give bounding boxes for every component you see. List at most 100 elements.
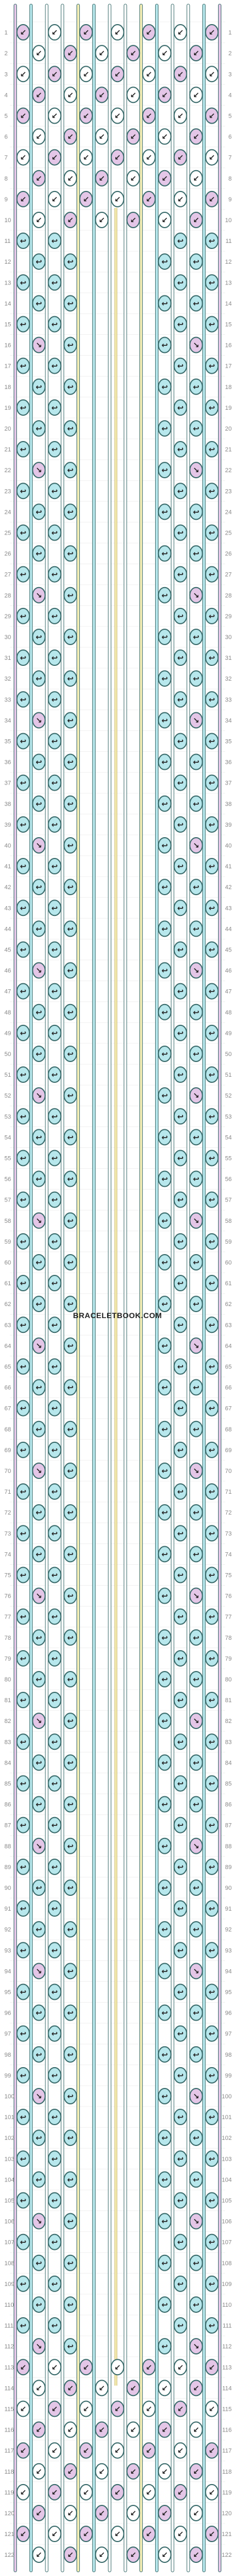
row-number-left: 78: [4, 1635, 11, 1641]
knot-arrow-icon: ↩: [209, 654, 215, 663]
knot: [173, 941, 187, 958]
knot-arrow-icon: ↩: [209, 445, 215, 454]
row-number-left: 76: [4, 1593, 11, 1600]
knot: [157, 462, 172, 479]
knot-arrow-icon: ↙: [161, 2468, 168, 2476]
knot-arrow-icon: ↘: [193, 842, 199, 850]
knot-arrow-icon: ↙: [36, 91, 42, 100]
knot: [16, 2233, 30, 2250]
row-number-right: 112: [222, 2343, 232, 2350]
knot: [48, 2233, 62, 2250]
row-number-left: 119: [4, 2490, 14, 2496]
knot-arrow-icon: ↩: [177, 862, 184, 871]
knot-arrow-icon: ↩: [161, 1258, 168, 1267]
knot-arrow-icon: ↙: [83, 2530, 90, 2539]
knot-arrow-icon: ↙: [114, 70, 121, 79]
knot-arrow-icon: ↩: [209, 1112, 215, 1121]
row-number-left: 77: [4, 1614, 11, 1621]
knot: [79, 2526, 93, 2543]
knot: [110, 2526, 125, 2543]
knot: [16, 233, 30, 250]
row-number-right: 75: [225, 1572, 232, 1579]
row-number-left: 60: [4, 1260, 11, 1266]
knot: [157, 545, 172, 562]
knot-arrow-icon: ↩: [36, 675, 42, 683]
row-number-right: 114: [222, 2385, 232, 2392]
knot: [173, 816, 187, 833]
knot: [205, 1567, 219, 1583]
knot: [189, 2546, 203, 2563]
knot-arrow-icon: ↩: [67, 675, 74, 683]
knot-arrow-icon: ↩: [161, 800, 168, 809]
row-number-right: 103: [222, 2156, 232, 2162]
knot: [157, 587, 172, 604]
row-number-right: 92: [225, 1927, 232, 1933]
knot: [189, 837, 203, 854]
row-number-left: 23: [4, 488, 11, 495]
knot-arrow-icon: ↘: [36, 967, 42, 976]
row-number-right: 8: [228, 176, 232, 182]
knot-arrow-icon: ↩: [209, 1488, 215, 1496]
knot: [157, 795, 172, 812]
knot-arrow-icon: ↩: [209, 1405, 215, 1413]
knot: [32, 1629, 46, 1646]
row-number-right: 5: [228, 113, 232, 119]
knot-arrow-icon: ↩: [36, 1675, 42, 1684]
knot-arrow-icon: ↩: [177, 945, 184, 954]
knot-arrow-icon: ↘: [36, 1967, 42, 1976]
knot-arrow-icon: ↙: [193, 216, 199, 225]
knot-arrow-icon: ↙: [146, 28, 152, 37]
knot-arrow-icon: ↩: [193, 1425, 199, 1434]
knot: [16, 1567, 30, 1583]
knot: [157, 128, 172, 145]
knot: [157, 2046, 172, 2063]
knot-arrow-icon: ↘: [193, 2092, 199, 2101]
row-number-left: 45: [4, 947, 11, 953]
knot: [173, 24, 187, 41]
knot-arrow-icon: ↩: [51, 695, 58, 704]
knot-arrow-icon: ↩: [161, 2342, 168, 2351]
knot-arrow-icon: ↩: [161, 2134, 168, 2143]
knot-arrow-icon: ↘: [36, 466, 42, 475]
knot: [48, 1900, 62, 1917]
row-number-left: 46: [4, 968, 11, 974]
knot: [189, 45, 203, 62]
knot-arrow-icon: ↩: [193, 2175, 199, 2184]
knot-arrow-icon: ↙: [130, 2426, 137, 2435]
knot: [32, 1837, 46, 1854]
knot: [205, 2526, 219, 2543]
knot: [48, 1400, 62, 1417]
knot: [63, 1254, 78, 1270]
knot-arrow-icon: ↙: [51, 195, 58, 204]
knot-arrow-icon: ↩: [51, 279, 58, 287]
knot-arrow-icon: ↩: [209, 571, 215, 579]
knot-arrow-icon: ↙: [114, 2488, 121, 2497]
knot: [32, 462, 46, 479]
knot: [48, 1316, 62, 1333]
knot: [205, 1900, 219, 1917]
knot-arrow-icon: ↩: [177, 612, 184, 621]
knot-arrow-icon: ↩: [209, 1362, 215, 1371]
row-number-right: 95: [225, 1989, 232, 1995]
knot: [142, 2484, 156, 2500]
row-number-right: 82: [225, 1718, 232, 1725]
knot: [32, 712, 46, 729]
row-number-left: 1: [4, 30, 8, 36]
knot: [189, 2254, 203, 2271]
knot-arrow-icon: ↙: [83, 28, 90, 37]
knot-arrow-icon: ↩: [209, 1905, 215, 1913]
knot: [32, 1963, 46, 1980]
knot-arrow-icon: ↩: [177, 1529, 184, 1538]
knot: [173, 1275, 187, 1292]
knot: [63, 1337, 78, 1354]
knot: [189, 879, 203, 896]
knot: [173, 1900, 187, 1917]
knot: [157, 670, 172, 687]
knot-arrow-icon: ↙: [130, 2468, 137, 2476]
knot-arrow-icon: ↩: [51, 779, 58, 788]
row-number-left: 11: [4, 238, 10, 245]
row-number-left: 85: [4, 1780, 11, 1787]
row-number-left: 91: [4, 1906, 11, 1912]
knot: [142, 149, 156, 166]
knot: [189, 2004, 203, 2021]
